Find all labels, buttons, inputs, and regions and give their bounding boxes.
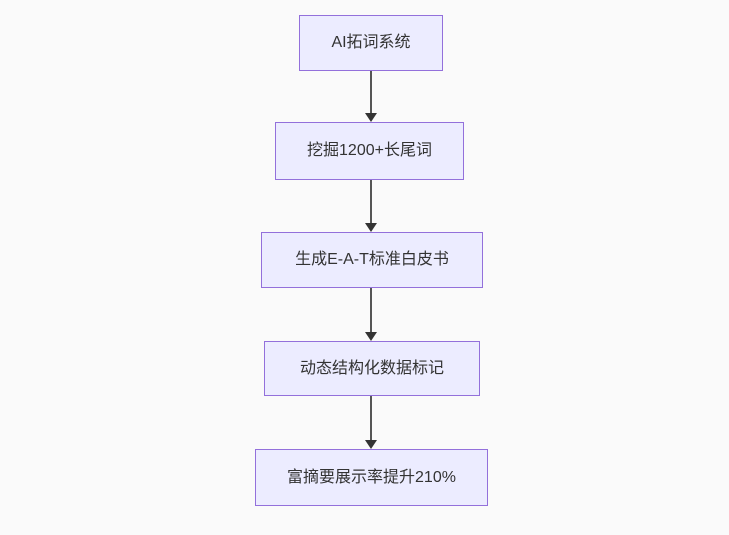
arrow-head-icon [365,440,377,449]
arrow-line [370,180,372,225]
arrow-line [370,71,372,115]
flow-arrow-3 [365,288,377,341]
flow-node-longtail-mining: 挖掘1200+长尾词 [275,122,464,180]
flow-node-ai-word-expansion: AI拓词系统 [299,15,443,71]
flow-node-label: 挖掘1200+长尾词 [307,142,432,159]
arrow-head-icon [365,113,377,122]
flow-node-label: 富摘要展示率提升210% [287,468,456,486]
flow-node-rich-snippet-result: 富摘要展示率提升210% [255,449,488,506]
arrow-line [370,288,372,334]
arrow-line [370,396,372,442]
arrow-head-icon [365,223,377,232]
flow-arrow-1 [365,71,377,122]
arrow-head-icon [365,332,377,341]
flow-arrow-4 [365,396,377,449]
flow-node-label: 生成E-A-T标准白皮书 [295,251,449,268]
flow-node-label: 动态结构化数据标记 [299,359,444,377]
flow-node-label: AI拓词系统 [331,34,411,51]
flow-node-structured-data-markup: 动态结构化数据标记 [264,341,480,396]
flow-node-eat-whitepaper: 生成E-A-T标准白皮书 [261,232,483,288]
flow-arrow-2 [365,180,377,232]
